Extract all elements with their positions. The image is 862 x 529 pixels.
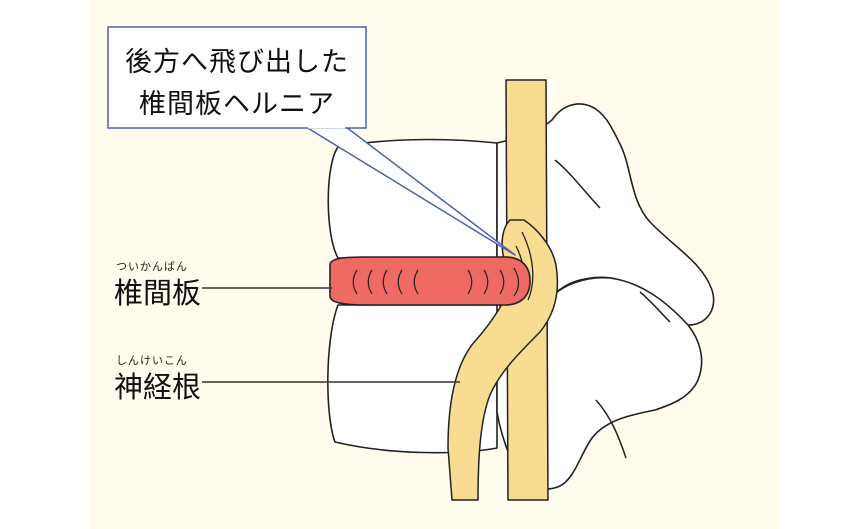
upper-vertebral-body <box>328 140 497 258</box>
callout-line-2: 椎間板ヘルニア <box>108 82 366 121</box>
callout-text: 後方へ飛び出した 椎間板ヘルニア <box>108 27 366 128</box>
callout-line-1: 後方へ飛び出した <box>108 40 366 79</box>
nerve-label: 神経根 <box>114 364 201 406</box>
disc-label: 椎間板 <box>114 270 201 312</box>
intervertebral-disc <box>330 257 530 305</box>
